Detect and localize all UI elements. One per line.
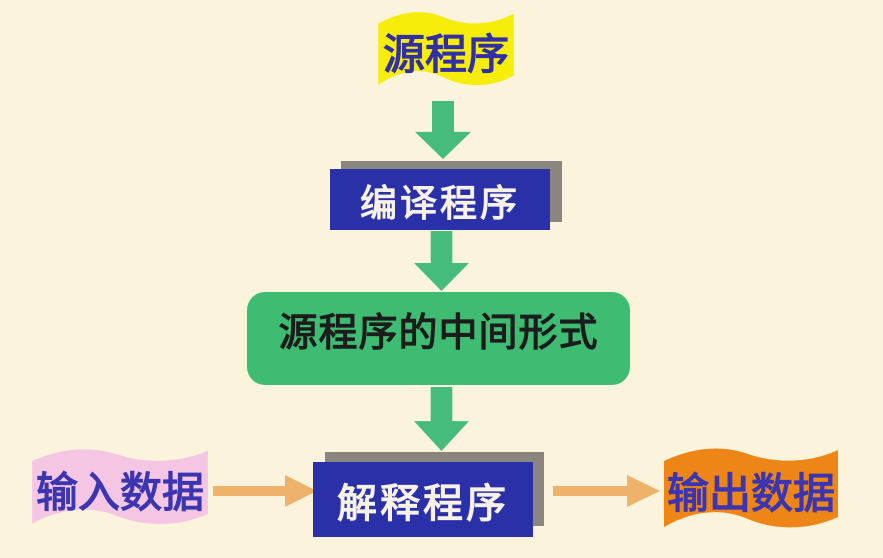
compiler-label: 编译程序 — [360, 182, 520, 224]
node-interpreter: 解释程序 — [313, 462, 533, 537]
interpreter-label: 解释程序 — [337, 481, 509, 526]
node-output-data: 输出数据 — [656, 443, 846, 538]
node-source-program: 源程序 — [372, 7, 520, 95]
node-input-data: 输入数据 — [24, 444, 216, 534]
intermediate-form-label: 源程序的中间形式 — [278, 311, 599, 355]
down-arrow-icon — [415, 101, 471, 159]
right-arrow-icon — [213, 475, 317, 507]
right-arrow-icon — [553, 475, 660, 507]
wavy-flag-shape — [32, 449, 208, 524]
wavy-flag-shape — [378, 12, 514, 86]
node-compiler: 编译程序 — [330, 169, 550, 230]
source-program-label: 源程序 — [382, 30, 509, 78]
down-arrow-icon — [414, 231, 469, 291]
arrow-interpreter-to-output — [553, 475, 660, 507]
arrow-input-to-interpreter — [213, 475, 317, 507]
down-arrow-icon — [414, 387, 469, 451]
output-data-label: 输出数据 — [666, 470, 835, 517]
input-data-label: 输入数据 — [35, 468, 204, 516]
arrow-compiler-to-intermediate — [414, 231, 469, 291]
wavy-flag-shape — [664, 448, 838, 528]
arrow-source-to-compiler — [415, 101, 471, 159]
arrow-intermediate-to-interpreter — [414, 387, 469, 451]
node-intermediate-form: 源程序的中间形式 — [247, 292, 630, 385]
